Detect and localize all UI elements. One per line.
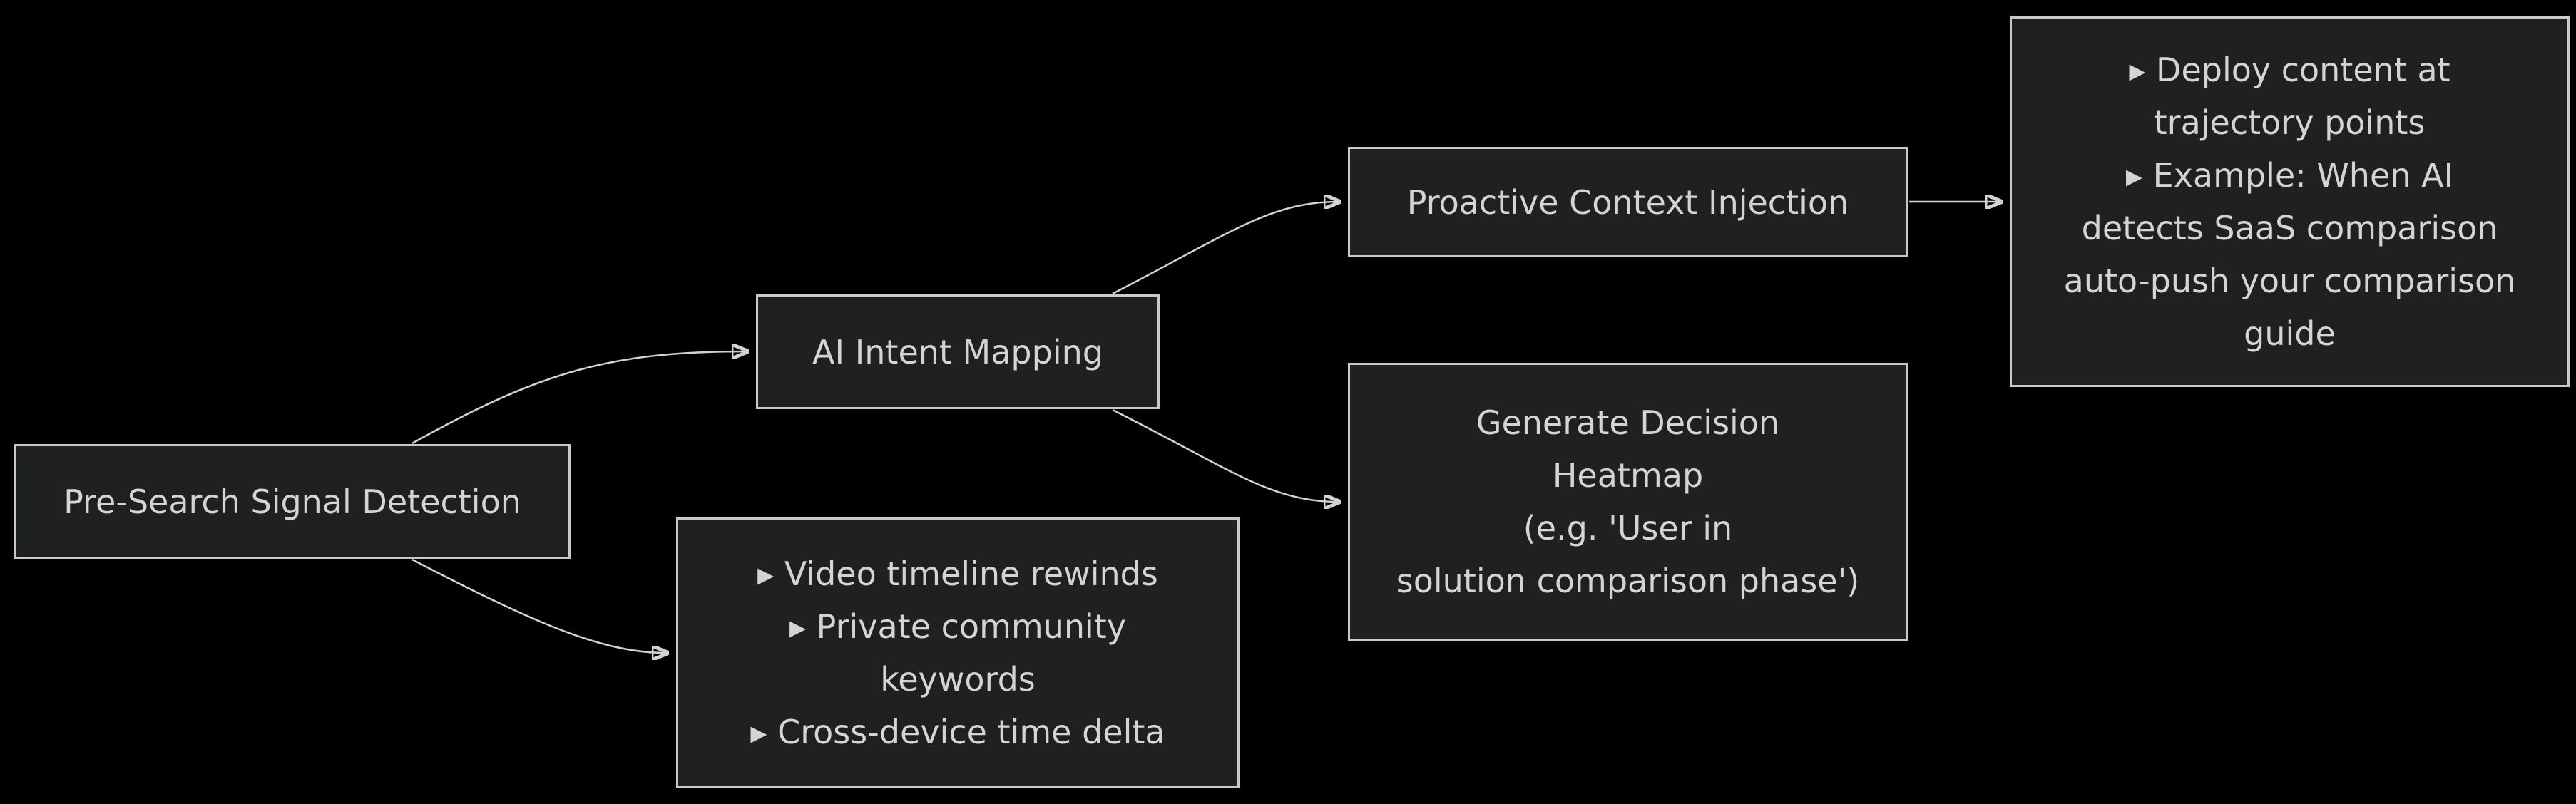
edge-ai-intent-to-proactive: [1112, 202, 1338, 295]
node-signal-examples: ▸ Video timeline rewinds ▸ Private commu…: [676, 517, 1240, 788]
edge-pre-search-to-ai-intent: [412, 351, 746, 445]
node-ai-intent-mapping: AI Intent Mapping: [756, 294, 1160, 409]
node-deploy-content: ▸ Deploy content at trajectory points ▸ …: [2010, 16, 2570, 387]
edge-pre-search-to-signals: [412, 558, 666, 653]
node-proactive-context-injection: Proactive Context Injection: [1348, 147, 1908, 257]
node-pre-search-signal-detection-label: Pre-Search Signal Detection: [63, 482, 521, 521]
node-generate-decision-heatmap: Generate Decision Heatmap (e.g. 'User in…: [1348, 363, 1908, 641]
edge-ai-intent-to-heatmap: [1112, 408, 1338, 502]
node-proactive-context-injection-label: Proactive Context Injection: [1406, 182, 1849, 222]
node-signal-examples-label: ▸ Video timeline rewinds ▸ Private commu…: [750, 555, 1165, 751]
node-generate-decision-heatmap-label: Generate Decision Heatmap (e.g. 'User in…: [1396, 403, 1860, 600]
node-pre-search-signal-detection: Pre-Search Signal Detection: [14, 444, 571, 559]
node-deploy-content-label: ▸ Deploy content at trajectory points ▸ …: [2063, 51, 2516, 353]
node-ai-intent-mapping-label: AI Intent Mapping: [812, 332, 1103, 371]
